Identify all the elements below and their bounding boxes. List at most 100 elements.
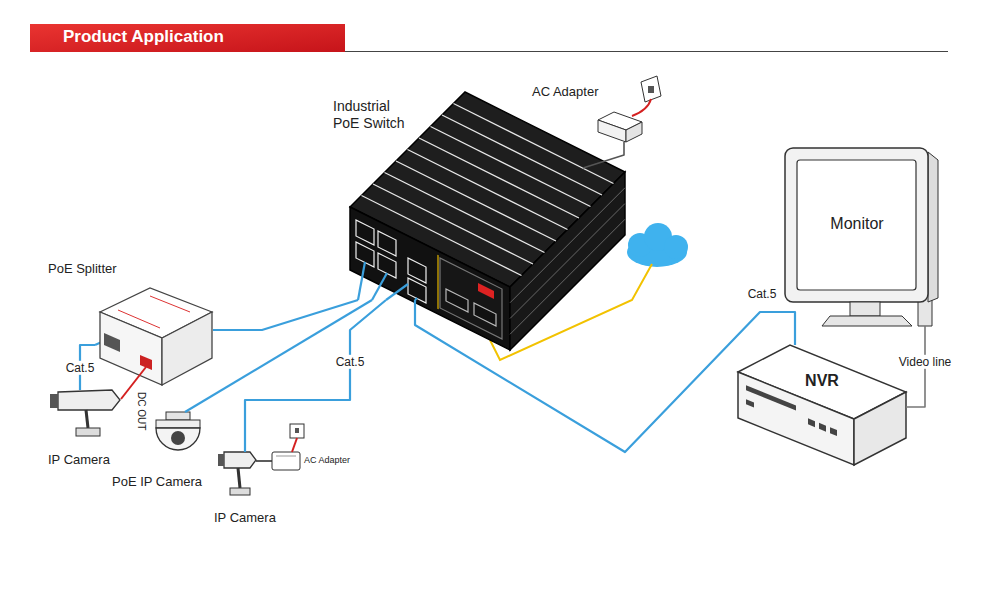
switch-drawing — [431, 127, 591, 207]
switch-drawing — [373, 184, 533, 264]
poe-switch: Industrial PoE Switch — [325, 88, 583, 300]
camera-drawing — [230, 488, 250, 495]
switch-drawing — [356, 220, 374, 245]
ac-adapter: AC Adapter — [598, 112, 642, 142]
switch-drawing — [442, 115, 602, 195]
banner-title: Product Application — [63, 27, 224, 47]
nvr-drawing — [746, 385, 837, 441]
switch-drawing — [396, 161, 556, 241]
switch-drawing — [408, 150, 568, 230]
nvr-drawing — [738, 345, 906, 465]
ac-adapter-drawing — [626, 122, 642, 142]
node-label: PoE IP Camera — [112, 474, 202, 490]
port-label: DC OUT — [135, 392, 147, 430]
cable-connector — [415, 300, 795, 452]
monitor-screen: Monitor — [782, 146, 932, 326]
cable-label: Video line — [897, 355, 954, 369]
nvr-drawing — [830, 427, 837, 436]
title-banner — [345, 51, 948, 52]
monitor-drawing — [928, 152, 938, 302]
cable-label: Cat.5 — [746, 287, 779, 301]
splitter-drawing — [104, 333, 120, 352]
monitor-drawing — [797, 160, 916, 290]
switch-drawing — [419, 138, 579, 218]
monitor-drawing — [785, 148, 938, 326]
nvr-drawing — [808, 418, 815, 427]
camera-drawing — [86, 410, 88, 428]
power-cord — [632, 99, 651, 116]
node-label: IP Camera — [214, 510, 276, 526]
switch-drawing — [408, 278, 426, 303]
switch-drawing — [474, 303, 496, 326]
nvr-box: NVR — [738, 345, 906, 467]
nvr-drawing — [819, 423, 826, 432]
switch-cable-stubs — [372, 273, 387, 300]
dome-camera-drawing — [156, 420, 200, 428]
splitter-drawing — [100, 288, 212, 385]
node-label: NVR — [792, 371, 852, 390]
dome-camera-drawing — [171, 431, 185, 445]
node-label: PoE Splitter — [48, 261, 117, 277]
ac-adapter-drawing — [598, 120, 626, 142]
splitter-drawing — [100, 312, 162, 385]
cable-label: Cat.5 — [334, 355, 367, 369]
switch-drawing — [437, 255, 438, 309]
node-label: Monitor — [797, 214, 917, 233]
switch-drawing — [478, 283, 494, 299]
camera-drawing — [218, 454, 224, 466]
internet-cloud — [627, 223, 688, 267]
monitor-drawing — [822, 316, 912, 326]
small-adapter-drawing — [272, 424, 304, 470]
cable-label: Cat.5 — [64, 361, 97, 375]
dome-camera-drawing — [156, 428, 200, 450]
switch-drawing — [350, 207, 510, 350]
switch-drawing — [440, 258, 502, 339]
nvr-drawing — [746, 399, 754, 407]
dome-camera: PoE IP Camera — [150, 412, 206, 454]
switch-cable-stubs — [415, 298, 417, 300]
dome-camera-drawing — [166, 412, 190, 420]
cable-connector — [185, 300, 372, 412]
switch-drawing — [510, 204, 625, 319]
node-label: AC Adapter — [304, 455, 350, 466]
wall-outlet — [641, 76, 661, 102]
ip-camera: IP Camera — [218, 452, 256, 496]
small-adapter-drawing — [276, 456, 296, 457]
poe-splitter: PoE Splitter — [95, 285, 213, 385]
nvr-drawing — [738, 372, 854, 465]
cable-connector — [256, 460, 272, 462]
switch-cable-stubs — [358, 262, 365, 300]
monitor-drawing — [850, 302, 880, 316]
dome-camera-drawing — [156, 412, 200, 450]
switch-drawing — [510, 219, 625, 334]
switch-drawing — [510, 188, 625, 335]
node-label: Industrial PoE Switch — [333, 98, 417, 132]
ac-adapter: AC Adapter — [272, 452, 300, 470]
title-banner — [30, 24, 948, 52]
node-label: AC Adapter — [532, 84, 599, 100]
cable-connector — [213, 300, 358, 330]
cable-connector — [245, 300, 386, 452]
monitor-drawing — [785, 148, 928, 302]
title-banner — [30, 24, 345, 52]
cable-connector — [583, 142, 624, 168]
camera-drawing — [58, 390, 120, 410]
small-adapter-drawing — [292, 438, 297, 452]
nvr-drawing — [854, 392, 906, 465]
ac-adapter-drawing — [598, 112, 642, 142]
small-adapter-drawing — [272, 452, 300, 470]
splitter-drawing — [162, 312, 212, 385]
camera-drawing — [224, 452, 256, 468]
switch-drawing — [378, 231, 396, 256]
wall-outlet — [641, 76, 661, 102]
wall-outlet — [648, 86, 654, 93]
switch-drawing — [446, 289, 468, 312]
camera-drawing — [238, 468, 240, 488]
ip-camera: IP Camera — [50, 390, 122, 440]
camera-drawing — [76, 428, 100, 436]
camera-drawing — [50, 390, 120, 436]
